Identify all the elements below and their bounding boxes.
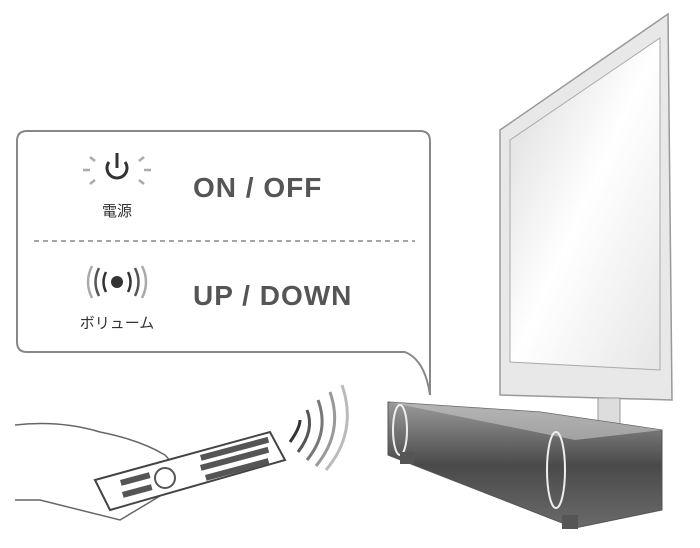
ir-signal-icon	[288, 384, 349, 471]
speech-bubble	[16, 130, 431, 396]
hand-with-remote	[14, 422, 287, 521]
power-action-text: ON / OFF	[193, 172, 323, 203]
power-label: 電源	[101, 202, 132, 220]
volume-signal-icon	[86, 265, 148, 299]
volume-action-text: UP / DOWN	[193, 280, 353, 311]
tv	[499, 12, 673, 427]
power-icon	[83, 153, 151, 185]
volume-label: ボリューム	[79, 314, 155, 332]
soundbar	[387, 401, 663, 529]
